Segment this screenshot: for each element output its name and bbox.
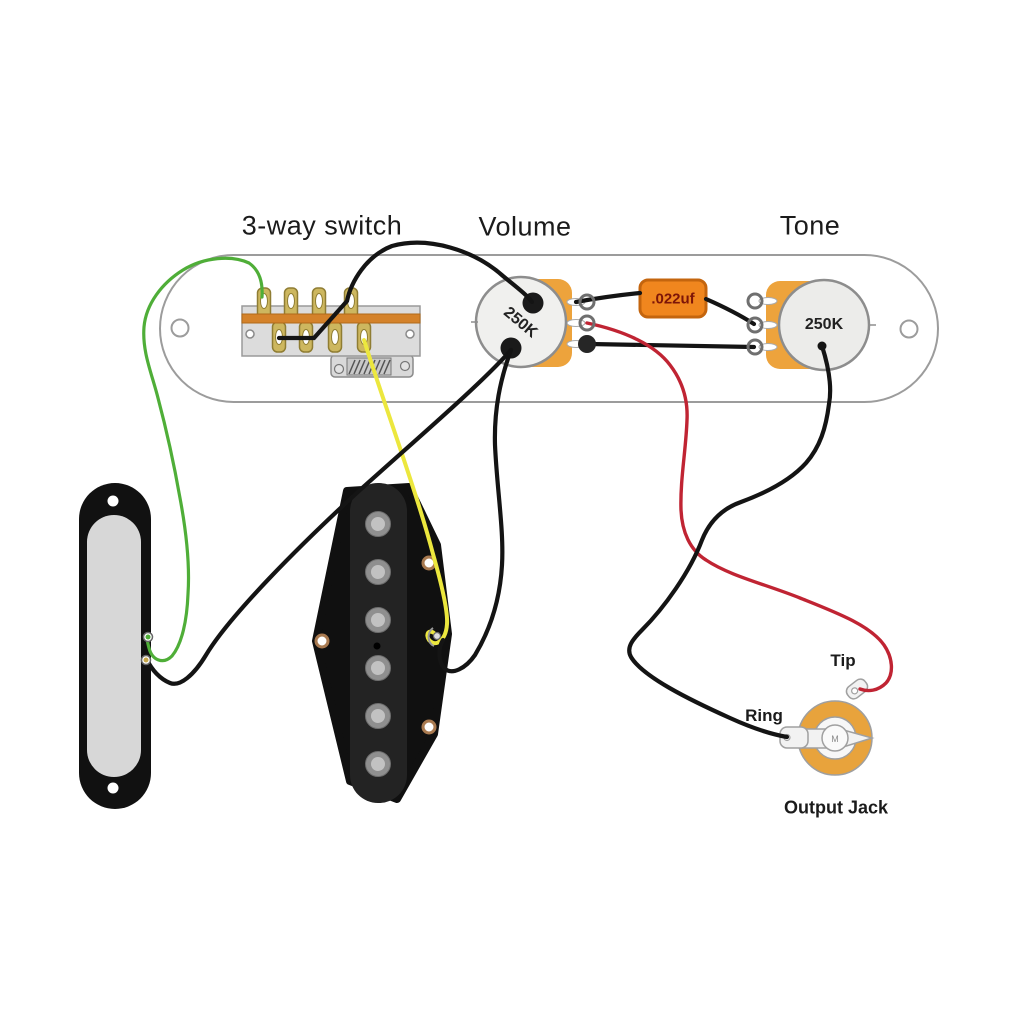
switch-top-lug-holes bbox=[260, 293, 355, 309]
tone-pot bbox=[758, 278, 876, 372]
bridge-mount-hole-left bbox=[314, 633, 330, 649]
plate-screw-hole-left bbox=[170, 318, 190, 338]
volume-lug-middle bbox=[578, 314, 596, 332]
tone-lug-stems bbox=[758, 297, 778, 351]
pickup-eyelets bbox=[140, 627, 442, 666]
bridge-eyelet bbox=[432, 631, 442, 641]
tone-label: Tone bbox=[779, 210, 841, 241]
neck-pickup bbox=[79, 483, 151, 809]
neck-hot-wire-green bbox=[142, 256, 264, 663]
volume-lug-top bbox=[578, 293, 596, 311]
neck-pickup-cover bbox=[87, 515, 141, 777]
pot-lugs bbox=[578, 292, 764, 356]
volume-to-tone-wire bbox=[587, 341, 757, 350]
switch-output-wire bbox=[276, 240, 535, 341]
tone-lug-middle bbox=[746, 316, 764, 334]
switch-label: 3-way switch bbox=[241, 210, 403, 241]
jack-tip-tab bbox=[845, 678, 869, 700]
volume-label: Volume bbox=[478, 211, 572, 242]
tone-lug-bottom bbox=[746, 338, 764, 356]
tone-pot-value: 250K bbox=[804, 316, 844, 333]
bridge-pickup-pole-pieces bbox=[365, 511, 391, 777]
neck-eyelet-hot-center bbox=[145, 634, 151, 640]
capacitor-value: .022uf bbox=[651, 290, 695, 308]
output-jack-label: Output Jack bbox=[783, 797, 889, 818]
switch-mount-hole-left bbox=[245, 329, 255, 339]
neck-pickup-mount-hole-top bbox=[107, 495, 119, 507]
switch-mount-hole-right bbox=[405, 329, 415, 339]
tone-ground-wire bbox=[627, 343, 833, 740]
neck-pickup-mount-hole-bottom bbox=[107, 782, 119, 794]
neck-eyelet-ground-center bbox=[143, 657, 149, 663]
spring-screw-left bbox=[333, 363, 345, 375]
volume-lug-bottom-solder bbox=[578, 335, 596, 353]
jack-center-mark: M bbox=[831, 734, 839, 744]
output-hot-wire-red bbox=[585, 321, 894, 693]
tip-label: Tip bbox=[830, 651, 856, 670]
bridge-eyelet-hook bbox=[427, 627, 435, 647]
volume-to-cap-wire bbox=[573, 290, 643, 305]
tone-lug-top bbox=[746, 292, 764, 310]
output-jack: M bbox=[779, 678, 875, 776]
jack-center bbox=[821, 724, 849, 752]
bridge-pickup-center-dot bbox=[373, 642, 381, 650]
bridge-ground-wire bbox=[437, 347, 514, 674]
spring-screw-right bbox=[399, 360, 411, 372]
ring-label: Ring bbox=[745, 706, 783, 725]
neck-ground-wire bbox=[144, 347, 514, 686]
plate-screw-hole-right bbox=[899, 319, 919, 339]
bridge-mount-hole-bottom-right bbox=[421, 719, 437, 735]
